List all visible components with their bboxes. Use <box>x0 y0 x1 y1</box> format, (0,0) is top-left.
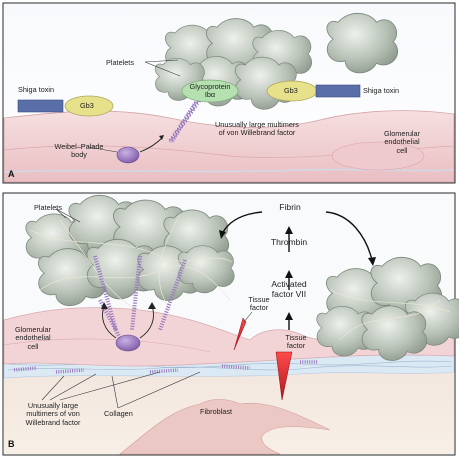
cascade-arrows <box>221 211 373 330</box>
label-platelets-a: Platelets <box>106 58 134 67</box>
label-ulvwf-b: Unusually large multimers of von Willebr… <box>25 401 81 427</box>
label-gb3-left: Gb3 <box>80 101 94 110</box>
weibel-palade-body <box>116 146 140 164</box>
label-weibel-palade: Weibel–Palade body <box>54 142 104 160</box>
label-glomerular-cell-b: Glomerular endothelial cell <box>14 325 52 351</box>
tissue-factor-cone-2 <box>275 351 293 401</box>
gb3-left <box>64 95 114 117</box>
panel-a <box>2 2 456 184</box>
fibrin-mesh <box>29 214 451 341</box>
vwf-strands-b <box>93 255 187 339</box>
shiga-toxin-right <box>315 84 361 98</box>
fibroblast <box>119 399 331 455</box>
label-activated-factor: Activated factor VII <box>271 279 307 299</box>
panel-a-letter: A <box>8 169 15 179</box>
label-ulvwf-a: Unusually large multimers of von Willebr… <box>215 120 299 138</box>
label-glycoprotein: Glycoprotein Ibα <box>189 82 231 100</box>
shiga-toxin-left <box>17 99 64 113</box>
vwf-subendothelial <box>13 360 318 374</box>
label-gb3-right: Gb3 <box>284 86 298 95</box>
label-thrombin: Thrombin <box>270 237 308 247</box>
label-fibroblast: Fibroblast <box>200 407 233 416</box>
label-fibrin: Fibrin <box>279 202 301 212</box>
label-platelets-b: Platelets <box>34 203 62 212</box>
label-shiga-toxin-left: Shiga toxin <box>18 85 55 94</box>
nucleus-a <box>331 141 425 171</box>
label-tissue-factor-1: Tissue factor <box>248 295 270 313</box>
glycoprotein-receptor <box>181 79 239 103</box>
label-collagen: Collagen <box>104 409 133 418</box>
label-shiga-toxin-right: Shiga toxin <box>363 86 400 95</box>
label-tissue-factor-2: Tissue factor <box>285 333 307 351</box>
tissue-factor-cone-1 <box>233 317 247 351</box>
label-glomerular-cell-a: Glomerular endothelial cell <box>383 129 421 155</box>
panel-b-letter: B <box>8 439 15 449</box>
weibel-palade-body-b <box>115 334 141 352</box>
panel-b <box>2 192 459 456</box>
